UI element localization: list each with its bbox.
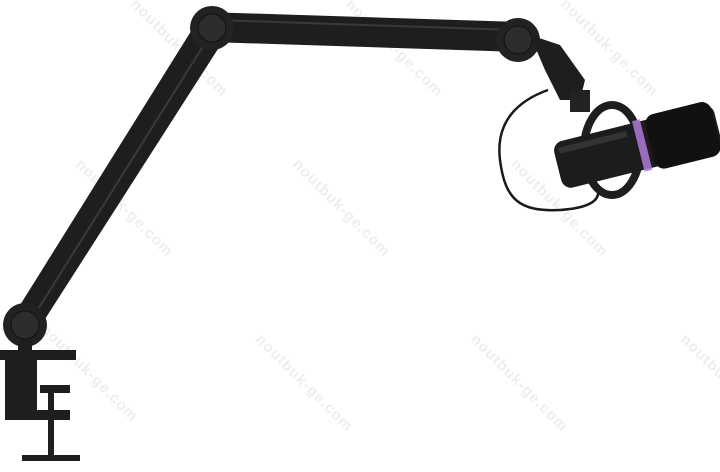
mic-mount [530, 35, 585, 100]
watermark: noutbuk-ge.com [342, 0, 446, 100]
cable [498, 88, 600, 212]
microphone [554, 102, 720, 188]
lower-arm [12, 20, 225, 330]
watermarks: noutbuk-ge.com noutbuk-ge.com noutbuk-ge… [37, 0, 720, 435]
led-ring [632, 119, 653, 172]
watermark: noutbuk-ge.com [252, 331, 356, 435]
watermark: noutbuk-ge.com [467, 331, 571, 435]
watermark: noutbuk-ge.com [289, 156, 393, 260]
clamp-handle [22, 455, 80, 461]
clamp-screw [48, 393, 54, 458]
clamp-top-plate [0, 350, 76, 360]
watermark: noutbuk-ge.com [677, 331, 720, 435]
desk-clamp [0, 340, 80, 461]
upper-arm [205, 12, 522, 52]
mic-grille [645, 102, 720, 169]
